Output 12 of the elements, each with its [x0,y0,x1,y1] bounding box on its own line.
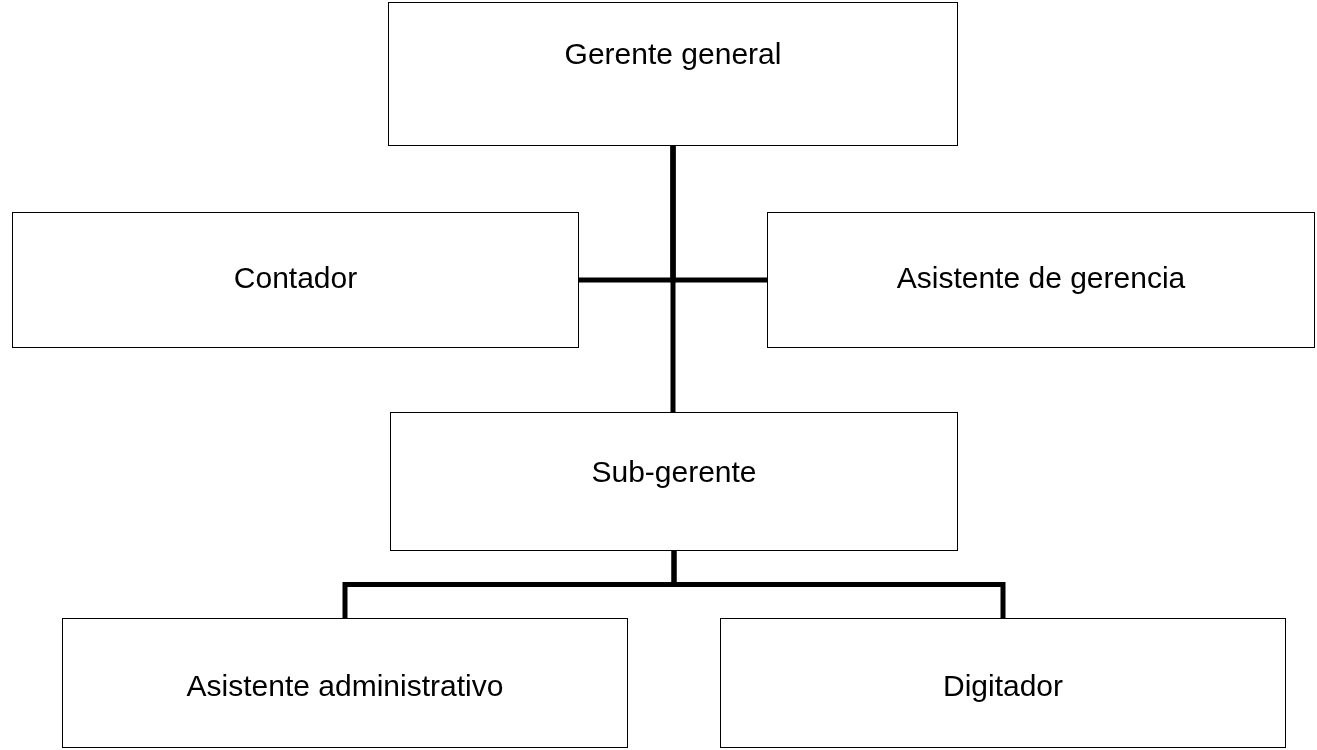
position-box [767,212,1315,348]
position-title: Gerente general [564,37,782,71]
position-title: Contador [233,261,358,295]
position-title: Asistente de gerencia [896,261,1186,295]
position-box [12,212,579,348]
position-box [390,412,958,551]
position-box [388,2,958,146]
position-title: Asistente administrativo [186,669,504,703]
position-title: Digitador [942,669,1064,703]
position-box [62,618,628,748]
position-title: Sub-gerente [591,455,757,489]
position-box [720,618,1286,748]
